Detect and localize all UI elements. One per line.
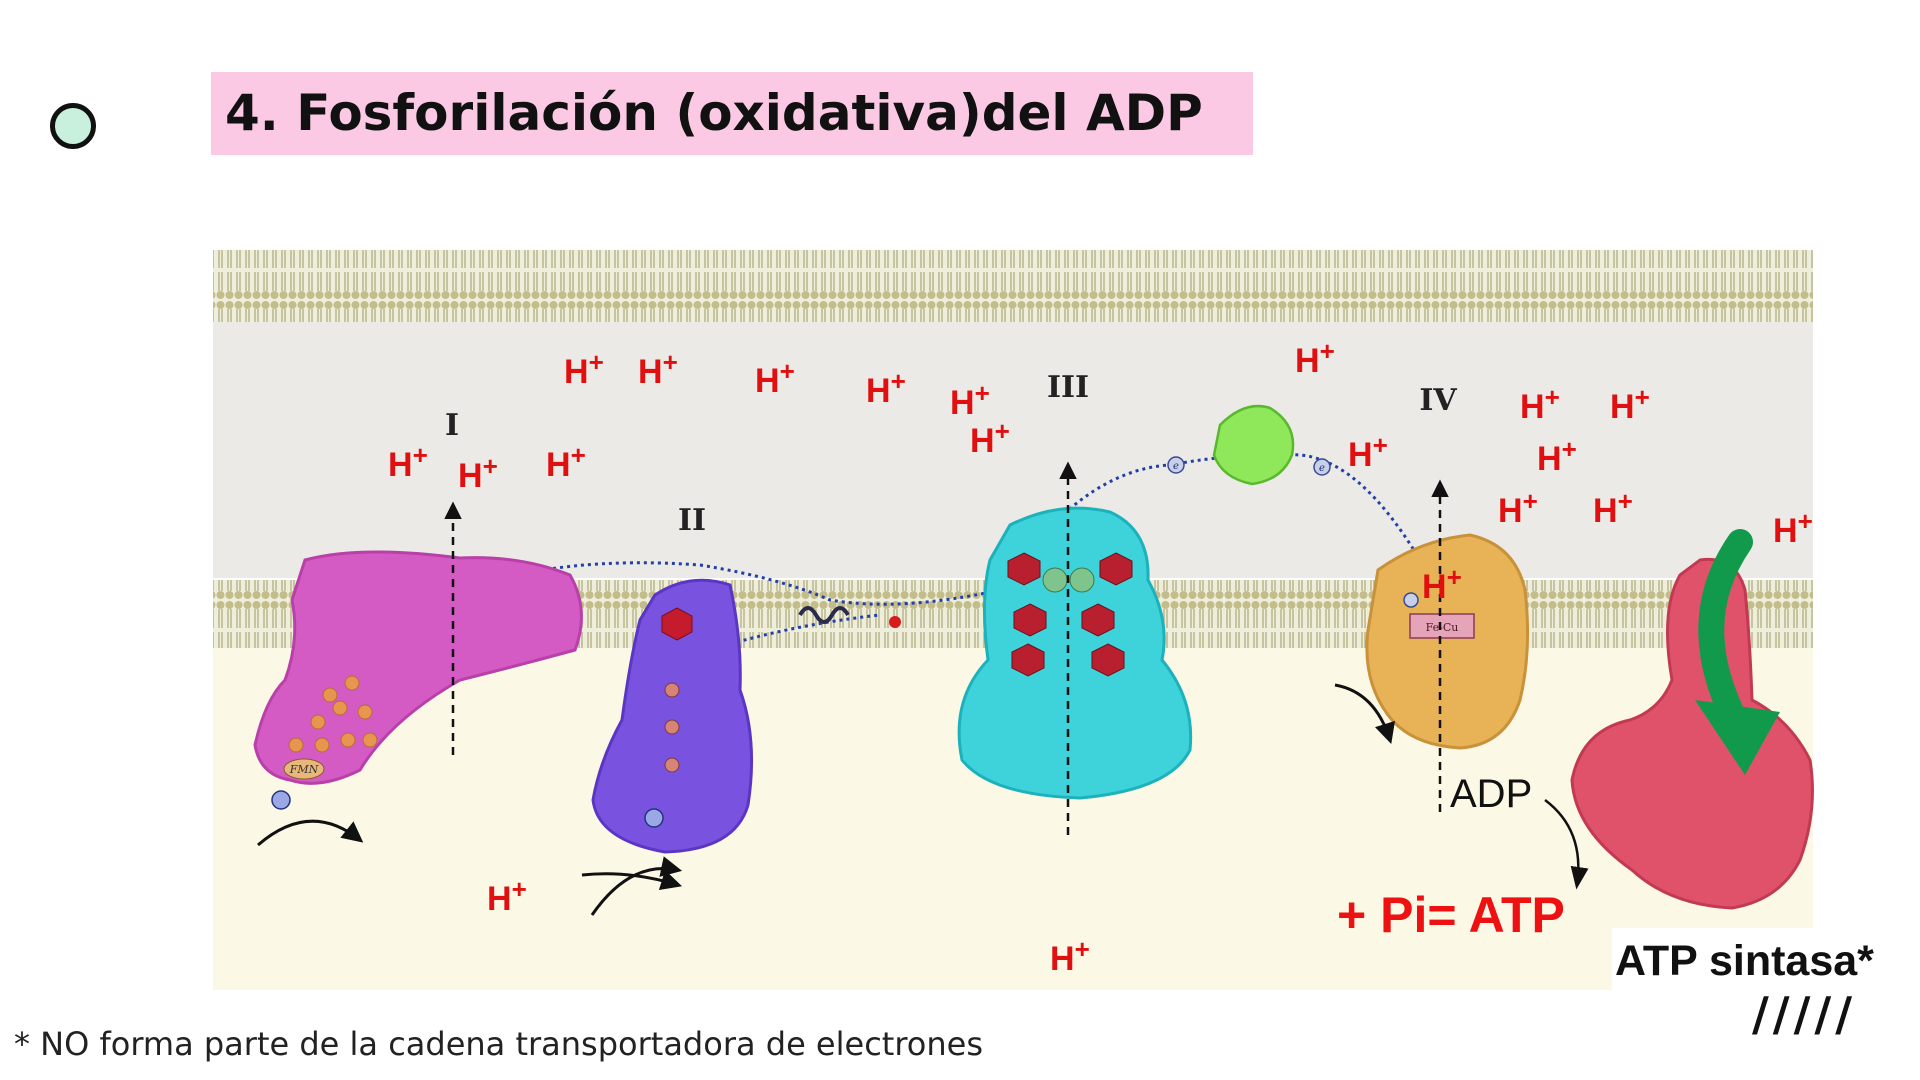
- footnote: * NO forma parte de la cadena transporta…: [14, 1025, 983, 1063]
- proton-label-1: H+: [564, 347, 604, 391]
- electron-path-2: [709, 613, 881, 652]
- proton-label-4: H+: [866, 366, 906, 410]
- reaction-label: + Pi= ATP: [1337, 887, 1565, 943]
- proton-label-5: H+: [950, 378, 990, 422]
- proton-label-18: H+: [1422, 562, 1462, 606]
- label-complex-IV: IV: [1419, 383, 1457, 418]
- proton-label-8: H+: [388, 440, 428, 484]
- cytochrome-c: [1212, 404, 1295, 486]
- electron-marker-cytc-right: [1313, 458, 1331, 476]
- proton-label-15: H+: [1498, 486, 1538, 530]
- atp-synthase-green-arrow: [1698, 529, 1753, 733]
- proton-label-11: H+: [1348, 430, 1388, 474]
- proton-label-12: H+: [1520, 382, 1560, 426]
- ubiquinone-chain: [798, 606, 901, 628]
- proton-labels: H+H+H+H+H+H+H+H+H+H+H+H+H+H+H+H+H+H+H+H+: [388, 336, 1813, 978]
- electron-marker-I: [271, 790, 291, 810]
- atp-synthase: [1570, 557, 1814, 910]
- proton-label-7: H+: [1295, 336, 1335, 380]
- slide-title: 4. Fosforilación (oxidativa)del ADP: [225, 84, 1203, 142]
- complex-IV: [1365, 533, 1530, 750]
- atp-synthase-label: ATP sintasa*: [1615, 937, 1874, 985]
- proton-label-14: H+: [1537, 434, 1577, 478]
- proton-label-16: H+: [1593, 486, 1633, 530]
- proton-label-20: H+: [1050, 934, 1090, 978]
- complex-II-arrow-2: [581, 869, 683, 891]
- bullet-circle: [50, 103, 96, 149]
- complex-I: [253, 550, 583, 785]
- complex-IV-arrow: [1334, 683, 1396, 745]
- hash-marks: /////: [1752, 987, 1856, 1041]
- proton-label-9: H+: [458, 451, 498, 495]
- title-highlight: [211, 72, 1253, 155]
- electron-marker-II: [644, 808, 664, 828]
- electron-label-right: e: [1319, 463, 1325, 474]
- adp-arrow: [1544, 799, 1589, 890]
- fecu-label: Fe-Cu: [1426, 621, 1459, 634]
- label-complex-II: II: [678, 503, 706, 538]
- complex-I-arrow: [257, 819, 364, 847]
- fmn-cofactor: [283, 758, 325, 780]
- proton-label-13: H+: [1610, 382, 1650, 426]
- electron-marker-cytc-left: [1167, 456, 1185, 474]
- proton-label-2: H+: [638, 347, 678, 391]
- proton-label-10: H+: [546, 440, 586, 484]
- label-complex-III: III: [1047, 370, 1089, 405]
- fecu-center: [1409, 613, 1475, 639]
- complex-II: [591, 578, 754, 854]
- outer-membrane: [213, 250, 1813, 322]
- heme-II: [661, 607, 693, 641]
- complex-III-hemes: [1007, 552, 1133, 677]
- complex-I-cofactors: [288, 675, 378, 753]
- electron-marker-IV: [1403, 592, 1419, 608]
- proton-label-19: H+: [487, 874, 527, 918]
- proton-label-17: H+: [1773, 506, 1813, 550]
- fmn-label: FMN: [289, 763, 319, 776]
- adp-label: ADP: [1450, 772, 1532, 816]
- complex-II-cofactors: [664, 682, 680, 773]
- proton-label-6: H+: [970, 416, 1010, 460]
- proton-label-3: H+: [755, 356, 795, 400]
- complex-III-fes: [1042, 567, 1095, 593]
- electron-label-left: e: [1173, 461, 1179, 472]
- atp-synthase-label-box: ATP sintasa* /////: [1612, 928, 1912, 1041]
- atp-synthase-green-arrowhead: [1695, 700, 1780, 775]
- label-complex-I: I: [445, 408, 459, 443]
